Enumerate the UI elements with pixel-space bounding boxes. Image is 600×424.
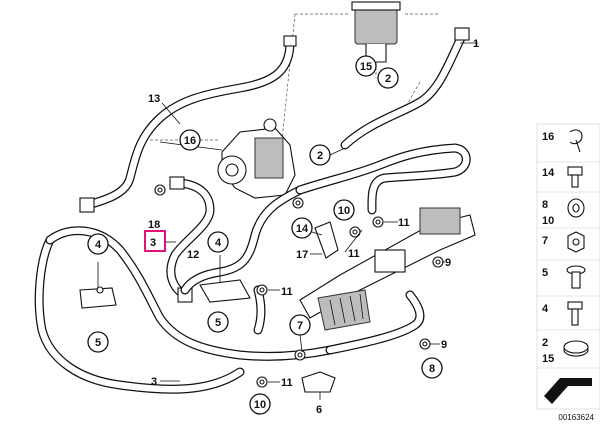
washers: [154, 184, 444, 388]
callout-13: 13: [148, 93, 160, 105]
callout-6: 6: [316, 404, 322, 416]
bracket-4-mid: [199, 255, 251, 303]
svg-text:2: 2: [317, 150, 323, 162]
svg-text:5: 5: [215, 317, 221, 329]
legend-label-2: 2: [542, 337, 548, 349]
callout-9a: 9: [445, 257, 451, 269]
callout-11c: 11: [281, 377, 293, 389]
bracket-17: [314, 221, 339, 259]
callout-2a: 2: [377, 67, 399, 89]
svg-text:10: 10: [338, 205, 350, 217]
callout-9b: 9: [441, 339, 447, 351]
svg-text:2: 2: [385, 73, 391, 85]
svg-text:10: 10: [254, 399, 266, 411]
svg-text:15: 15: [360, 61, 372, 73]
svg-text:7: 7: [297, 320, 303, 332]
svg-text:4: 4: [95, 239, 102, 251]
steering-pump: [159, 118, 296, 199]
callout-7: 7: [289, 314, 311, 336]
callout-1: 1: [473, 38, 479, 50]
part-number: 00163624: [558, 413, 594, 422]
callout-10b: 10: [249, 393, 271, 415]
svg-text:16: 16: [184, 135, 196, 147]
callout-14: 14: [291, 217, 313, 239]
legend-label-14: 14: [542, 167, 555, 179]
callout-11a: 11: [398, 217, 410, 229]
callout-12: 12: [187, 249, 199, 261]
callout-11d: 11: [348, 248, 360, 260]
bracket-6: [301, 371, 336, 393]
legend-label-5: 5: [542, 267, 548, 279]
bolt-icon: [567, 166, 583, 188]
leader-lines: [160, 42, 478, 400]
legend-label-16: 16: [542, 131, 554, 143]
callout-4a: 4: [87, 233, 109, 255]
banjo-bolt-icon: [567, 198, 585, 218]
legend-label-8: 8: [542, 199, 548, 211]
callout-15: 15: [355, 55, 377, 77]
rack-boot: [317, 289, 371, 331]
suction-hose-13: [79, 35, 297, 213]
nut-icon: [567, 231, 585, 253]
legend-label-15: 15: [542, 353, 554, 365]
callout-11b: 11: [281, 286, 293, 298]
callout-5b: 5: [87, 331, 109, 353]
callout-10a: 10: [333, 199, 355, 221]
callout-4b: 4: [207, 231, 229, 253]
callout-16: 16: [179, 129, 201, 151]
hose-end: [283, 35, 297, 47]
callout-3-highlighted[interactable]: 3: [144, 230, 166, 252]
callout-17: 17: [296, 249, 308, 261]
svg-text:4: 4: [215, 237, 222, 249]
svg-text:8: 8: [429, 363, 435, 375]
clip-icon: [569, 129, 583, 153]
callout-2b: 2: [309, 144, 331, 166]
screw-icon: [567, 301, 583, 326]
return-hose-1: [340, 27, 470, 150]
legend-label-7: 7: [542, 235, 548, 247]
hose-fitting: [79, 197, 95, 213]
hose-clamp-icon: [563, 340, 589, 357]
bracket-4-left: [79, 262, 117, 309]
legend-label-4: 4: [542, 303, 549, 315]
callout-18: 18: [148, 219, 160, 231]
arrow-icon: [544, 378, 592, 404]
reservoir-tank: [351, 1, 401, 78]
callout-5a: 5: [207, 311, 229, 333]
callout-8: 8: [421, 357, 443, 379]
parts-legend: 16 14 8 10 7 5 4 2 15: [536, 123, 600, 410]
legend-label-10: 10: [542, 215, 554, 227]
callout-3a: 3: [150, 237, 156, 249]
steering-rack: [299, 207, 476, 331]
svg-text:5: 5: [95, 337, 101, 349]
hex-bolt-icon: [566, 265, 586, 289]
svg-text:14: 14: [296, 223, 309, 235]
callout-3b: 3: [151, 376, 157, 388]
